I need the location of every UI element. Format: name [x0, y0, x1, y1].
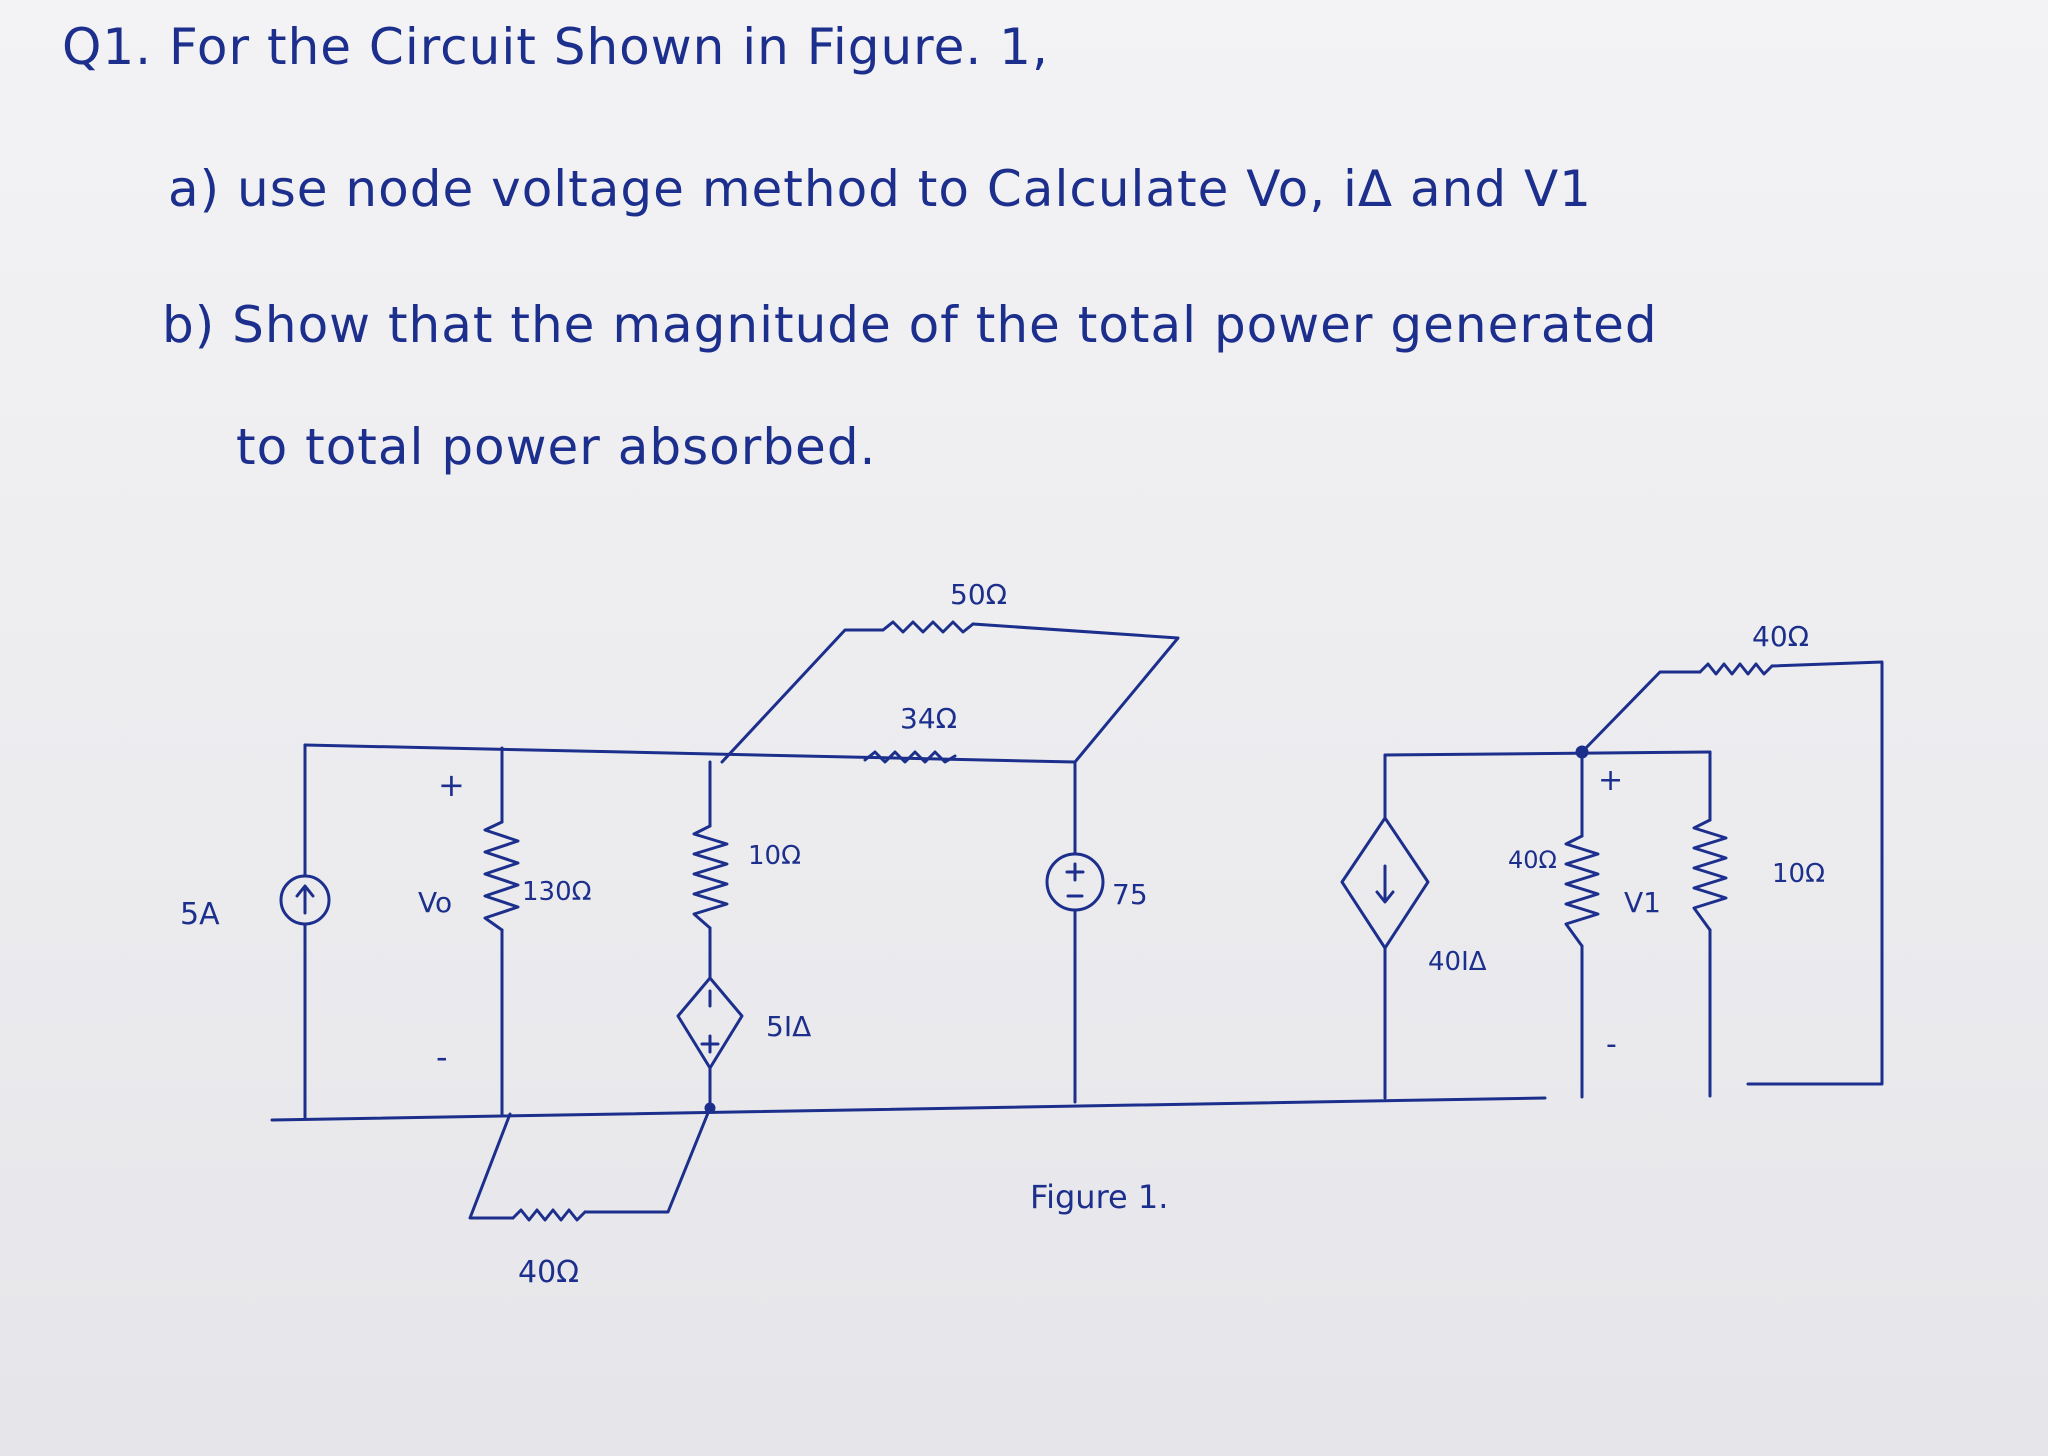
question-title: Q1. For the Circuit Shown in Figure. 1, [62, 18, 1049, 76]
resistor-130-zigzag [483, 820, 520, 932]
resistor-40-bottom-zigzag [511, 1208, 587, 1222]
dep-source-plus-icon [700, 1034, 720, 1054]
arrow-up-icon [295, 884, 315, 915]
figure-caption: Figure 1. [1030, 1178, 1168, 1216]
question-part-b: b) Show that the magnitude of the total … [162, 296, 1658, 354]
arrow-down-icon [1375, 864, 1395, 904]
top-loop-left [1580, 670, 1702, 754]
label-10-ohm-left: 10Ω [748, 841, 801, 871]
label-10-ohm-right: 10Ω [1772, 859, 1825, 889]
resistor-34-zigzag [863, 750, 957, 764]
label-5a: 5A [180, 897, 220, 932]
question-part-b-continued: to total power absorbed. [236, 418, 877, 476]
resistor-10-left-zigzag [692, 824, 729, 930]
resistor-50-zigzag [881, 620, 975, 634]
label-130-ohm: 130Ω [522, 877, 592, 907]
voltage-source-plus-icon [1065, 862, 1085, 882]
upper-bridge-left [720, 628, 885, 764]
top-wire-left [303, 743, 1077, 764]
resistor-40-mid-zigzag [1564, 834, 1600, 948]
label-vo: Vo [418, 886, 452, 919]
label-vo-minus: - [436, 1038, 448, 1076]
upper-bridge-right [971, 622, 1180, 764]
top-loop-right [1746, 660, 1884, 1086]
label-40-ohm-bottom: 40Ω [518, 1255, 579, 1290]
label-34-ohm: 34Ω [900, 702, 957, 735]
ground-wire [270, 1096, 1547, 1122]
current-source-circle [279, 874, 331, 926]
top-wire-right [1383, 750, 1712, 757]
label-40i-delta: 40IΔ [1428, 947, 1487, 977]
voltage-source-75-circle [1045, 852, 1105, 912]
label-5i-delta: 5IΔ [766, 1010, 811, 1043]
label-50-ohm: 50Ω [950, 578, 1007, 611]
label-40-ohm-top: 40Ω [1752, 620, 1809, 653]
resistor-10-right-zigzag [1692, 818, 1728, 932]
lower-bridge-right [583, 1106, 712, 1214]
label-40-ohm-mid: 40Ω [1508, 846, 1557, 874]
label-vo-plus: + [438, 766, 465, 804]
label-v1: V1 [1624, 886, 1661, 919]
label-v1-minus: - [1606, 1027, 1617, 1062]
resistor-40-top-zigzag [1698, 662, 1774, 676]
dependent-current-source [1340, 816, 1430, 950]
label-75: 75 [1112, 878, 1148, 911]
lower-bridge-left [468, 1112, 515, 1220]
label-v1-plus: + [1598, 763, 1623, 798]
question-part-a: a) use node voltage method to Calculate … [168, 160, 1592, 218]
